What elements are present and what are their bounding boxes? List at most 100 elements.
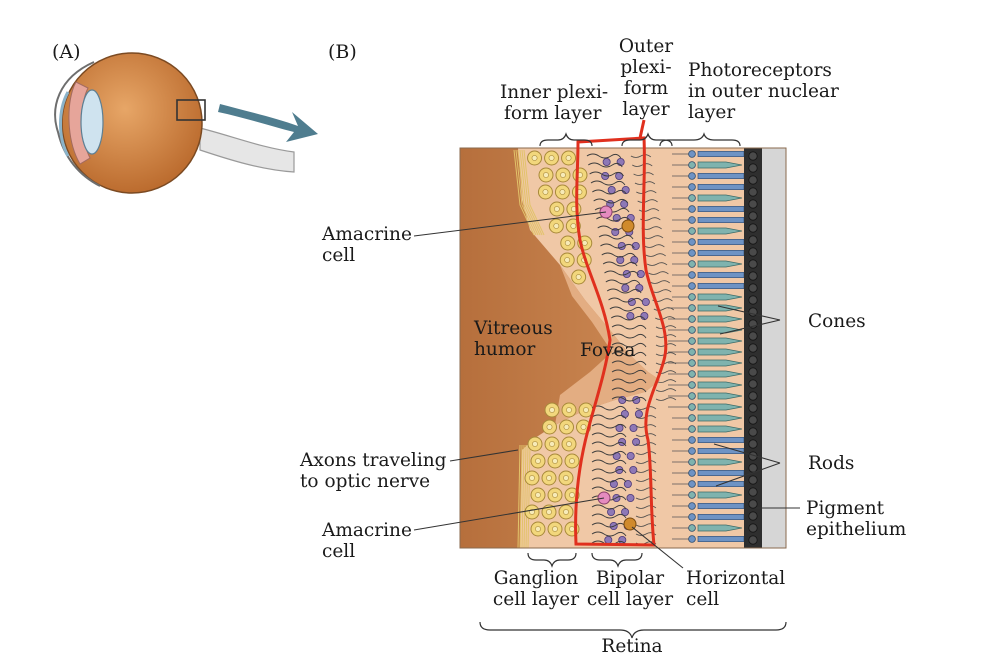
photoreceptor-nucleus (688, 458, 696, 466)
bipolar-cell (623, 479, 632, 488)
brace-photoreceptors (659, 132, 741, 147)
bipolar-cell (626, 311, 635, 320)
plexiform-fiber (591, 432, 627, 438)
ganglion-nucleus (560, 172, 566, 178)
photoreceptor-nucleus (688, 194, 696, 202)
rod-cell (697, 470, 745, 476)
rod-cell (697, 184, 745, 190)
ganglion-nucleus (569, 492, 575, 498)
pigment-cells (748, 151, 758, 545)
photoreceptor-nucleus (688, 271, 696, 279)
photoreceptor-nucleus (688, 370, 696, 378)
axon-strand (513, 149, 535, 236)
plexiform-fiber (592, 189, 627, 195)
photoreceptor-nucleus (688, 216, 696, 224)
pigment-cell (748, 223, 758, 233)
ganglion-nucleus (580, 424, 587, 430)
bipolar-cell (632, 437, 641, 446)
label-inner-plexiform: Inner plexi- form layer (500, 82, 608, 124)
leader-amacrine-bottom (413, 497, 605, 531)
photoreceptor-nucleus (688, 535, 696, 543)
cone-cell (697, 370, 743, 378)
plexiform-fiber (611, 369, 647, 375)
plexiform-fiber (636, 190, 657, 194)
ganglion-nucleus (531, 155, 538, 161)
plexiform-fiber (589, 171, 624, 177)
plexiform-fiber (601, 252, 637, 258)
plexiform-fiber (655, 325, 677, 329)
pigment-cell (748, 427, 758, 437)
plexiform-fiber (648, 271, 669, 275)
plexiform-fiber (644, 244, 665, 248)
ganglion-nucleus (535, 458, 541, 464)
plexiform-fiber (611, 360, 647, 366)
leader-lines (413, 211, 800, 569)
pigment-line-2: epithelium (806, 519, 907, 540)
bipolar-cell (602, 157, 611, 166)
photoreceptor-nucleus (688, 381, 696, 389)
inner-plexiform-line-1: Inner plexi- (500, 82, 609, 103)
rod-cell (697, 503, 745, 509)
plexiform-fiber (588, 162, 623, 168)
plexiform-fiber (645, 253, 666, 257)
cone-cell (697, 359, 743, 367)
plexiform-fiber (635, 442, 657, 446)
zoom-arrow (218, 104, 318, 142)
amacrine-bottom-line-1: Amacrine (322, 520, 412, 541)
bipolar-cell (634, 409, 643, 418)
label-ganglion-cell-layer: Ganglion cell layer (486, 568, 586, 610)
pigment-cell (748, 283, 758, 293)
pigment-cell (748, 199, 758, 209)
bipolar-cell (621, 283, 630, 292)
plexiform-fiber (635, 451, 657, 455)
plexiform-fiber (590, 180, 626, 186)
photoreceptor-nucleus (688, 348, 696, 356)
photoreceptor-nucleus (688, 524, 696, 532)
cone-cell (697, 414, 743, 422)
plexiform-fiber (591, 414, 627, 420)
photoreceptor-nucleus (688, 414, 696, 422)
plexiform-fiber (611, 351, 647, 357)
ganglion-nucleus (569, 526, 575, 532)
cornea (59, 91, 70, 157)
plexiform-fiber (609, 306, 645, 312)
plexiform-fiber (591, 531, 627, 537)
plexiform-fiber (655, 361, 677, 365)
axon-strand (523, 444, 527, 548)
plexiform-fiber (608, 297, 643, 303)
brace-bipolar (591, 552, 643, 568)
bipolar-cell (616, 255, 625, 264)
photoreceptor-nucleus (688, 447, 696, 455)
label-amacrine-bottom: Amacrine cell (322, 520, 412, 562)
photoreceptor-nucleus (688, 392, 696, 400)
pigment-cell (748, 535, 758, 545)
leader-horizontal (631, 526, 684, 569)
plexiform-fiber (593, 198, 629, 204)
pigment-cell (748, 367, 758, 377)
rod-cell (697, 437, 745, 443)
axon-strand (523, 149, 545, 236)
ganglion-nucleus (529, 475, 535, 481)
plexiform-fiber (600, 243, 635, 249)
plexiform-fiber (637, 199, 658, 203)
axon-strand (521, 444, 525, 548)
plexiform-fiber (591, 522, 627, 528)
label-retina: Retina (601, 636, 663, 657)
leader-amacrine-top (413, 211, 607, 237)
label-outer-plexiform: Outer plexi- form layer (610, 36, 682, 120)
photoreceptor-nucleus (688, 293, 696, 301)
horizontal-cell-top (621, 219, 635, 233)
rod-cell (697, 217, 745, 223)
ganglion-nucleus (564, 257, 571, 263)
photoreceptor-nucleus (688, 205, 696, 213)
cone-cell (697, 194, 743, 202)
amacrine-top-line-2: cell (322, 245, 356, 266)
plexiform-fiber (591, 504, 627, 510)
photoreceptor-nucleus (688, 480, 696, 488)
rod-cell (697, 239, 745, 245)
plexiform-fiber (611, 387, 647, 393)
cone-cell (697, 293, 743, 301)
sclera-edge (54, 61, 101, 187)
axon-strand (517, 444, 521, 548)
rod-cell (697, 250, 745, 256)
